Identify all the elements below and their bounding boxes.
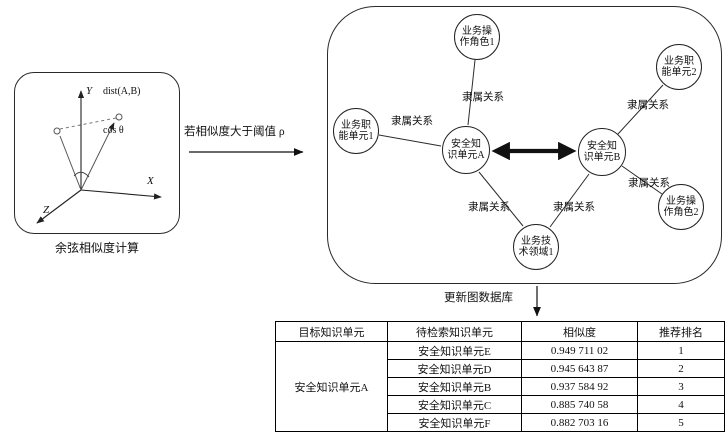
cell-similarity: 0.949 711 02 bbox=[521, 341, 638, 360]
cell-rank: 1 bbox=[637, 341, 725, 360]
vector-a bbox=[59, 135, 82, 191]
graph-node-business-role-2: 业务操作角色2 bbox=[658, 184, 704, 230]
graph-node-business-role-1: 业务操作角色1 bbox=[454, 14, 500, 60]
y-axis-label: Y bbox=[86, 85, 93, 97]
edge-label-B-tech1: 隶属关系 bbox=[553, 202, 595, 213]
column-header-similarity: 相似度 bbox=[521, 321, 638, 342]
point-a-icon bbox=[53, 127, 61, 135]
left-panel-caption: 余弦相似度计算 bbox=[54, 241, 139, 255]
similarity-result-table: 目标知识单元 待检索知识单元 相似度 推荐排名 安全知识单元A 安全知识单元E … bbox=[275, 321, 725, 432]
edge-label-role2-B: 隶属关系 bbox=[628, 178, 670, 189]
cell-similarity: 0.945 643 87 bbox=[521, 359, 638, 378]
z-axis-label: Z bbox=[43, 204, 50, 216]
graph-node-tech-domain-1: 业务技术领域1 bbox=[513, 224, 559, 270]
graph-node-business-func-2: 业务职能单元2 bbox=[656, 44, 702, 90]
angle-arc bbox=[73, 171, 90, 178]
table-row: 安全知识单元A 安全知识单元E 0.949 711 02 1 bbox=[275, 341, 725, 432]
cell-rank: 4 bbox=[637, 395, 725, 414]
table-row: 安全知识单元F 0.882 703 16 5 bbox=[276, 413, 725, 432]
point-b-icon bbox=[115, 113, 123, 121]
table-header-row: 目标知识单元 待检索知识单元 相似度 推荐排名 bbox=[275, 321, 725, 342]
cell-similarity: 0.882 703 16 bbox=[521, 413, 638, 432]
column-header-rank: 推荐排名 bbox=[637, 321, 725, 342]
graph-node-knowledge-A: 安全知识单元A bbox=[442, 126, 490, 174]
cell-candidate-unit: 安全知识单元F bbox=[387, 413, 522, 432]
table-row: 安全知识单元C 0.885 740 58 4 bbox=[276, 395, 725, 414]
cell-candidate-unit: 安全知识单元C bbox=[387, 395, 522, 414]
cell-rank: 3 bbox=[637, 377, 725, 396]
edge-label-A-tech1: 隶属关系 bbox=[468, 202, 510, 213]
x-axis-label: X bbox=[147, 175, 154, 187]
column-header-target-unit: 目标知识单元 bbox=[275, 321, 388, 342]
update-database-label: 更新图数据库 bbox=[444, 292, 513, 304]
condition-label: 若相似度大于阈值 ρ bbox=[184, 126, 285, 138]
graph-node-business-func-1: 业务职能单元1 bbox=[333, 108, 379, 154]
table-row: 安全知识单元B 0.937 584 92 3 bbox=[276, 377, 725, 396]
cell-target-unit: 安全知识单元A bbox=[275, 341, 388, 432]
cell-candidate-unit: 安全知识单元B bbox=[387, 377, 522, 396]
z-axis bbox=[36, 189, 82, 224]
column-header-candidate-unit: 待检索知识单元 bbox=[387, 321, 522, 342]
distance-label: dist(A,B) bbox=[103, 86, 141, 97]
cell-rank: 5 bbox=[637, 413, 725, 432]
cosine-label: cos θ bbox=[103, 125, 124, 136]
cell-candidate-unit: 安全知识单元E bbox=[387, 341, 522, 360]
cell-similarity: 0.885 740 58 bbox=[521, 395, 638, 414]
cosine-similarity-panel: Y X Z dist(A,B) cos θ bbox=[14, 72, 180, 234]
coordinate-axes-drawing bbox=[36, 90, 162, 224]
vector-b bbox=[80, 122, 115, 191]
edge-label-role1-A: 隶属关系 bbox=[462, 92, 504, 103]
cell-rank: 2 bbox=[637, 359, 725, 378]
cell-similarity: 0.937 584 92 bbox=[521, 377, 638, 396]
edge-label-func2-B: 隶属关系 bbox=[627, 100, 669, 111]
graph-node-knowledge-B: 安全知识单元B bbox=[578, 128, 626, 176]
cell-candidate-unit: 安全知识单元D bbox=[387, 359, 522, 378]
x-axis bbox=[80, 189, 162, 200]
edge-label-func1-A: 隶属关系 bbox=[391, 116, 433, 127]
